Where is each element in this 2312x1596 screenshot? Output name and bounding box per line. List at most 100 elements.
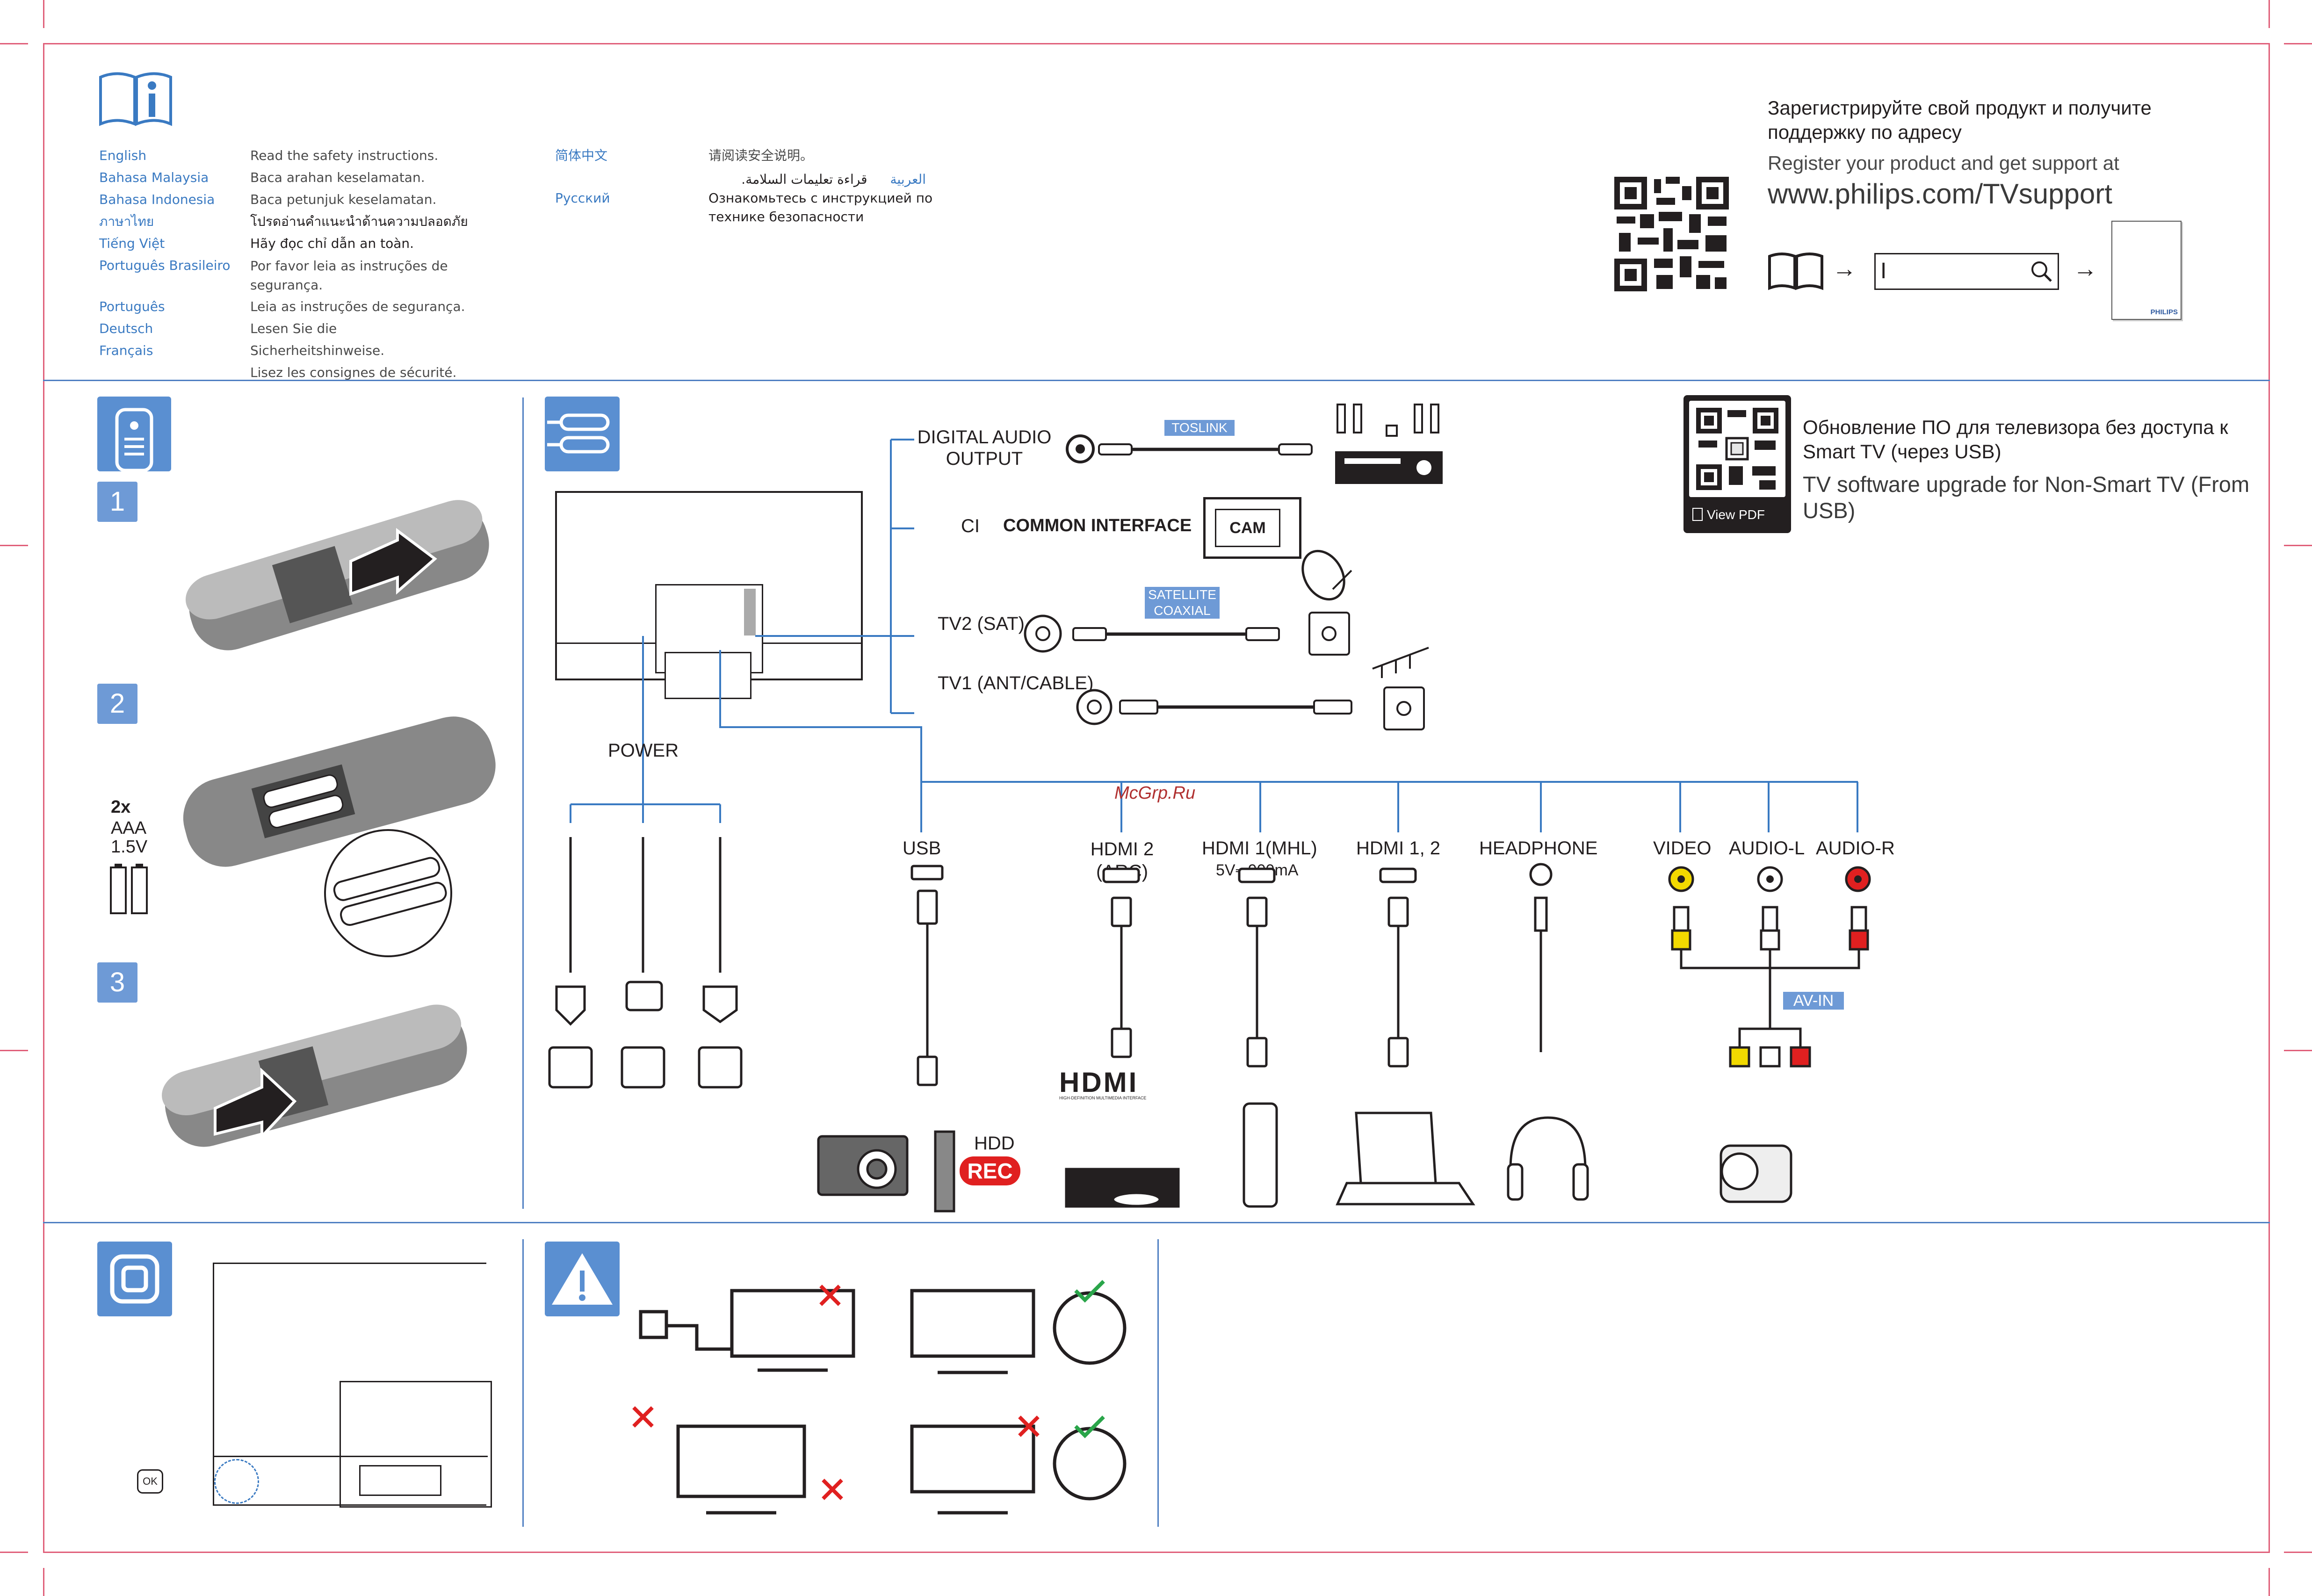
- register-ru-text: Зарегистрируйте свой продукт и получите …: [1768, 97, 2152, 143]
- cleaning-warnings-illustration: [632, 1280, 1127, 1515]
- lang-name: Português: [99, 299, 165, 314]
- antenna-cable: [1076, 689, 1352, 725]
- search-box[interactable]: I: [1874, 253, 2059, 290]
- step-badge: 1: [97, 482, 137, 522]
- crop-mark: [2284, 1050, 2312, 1051]
- search-icon: [2031, 261, 2052, 282]
- bottom-cables-illustration: [910, 863, 1871, 1086]
- headphone-label: HEADPHONE: [1479, 838, 1598, 859]
- devices-illustration: [817, 1102, 1792, 1213]
- lang-text: Leia as instruções de segurança.: [250, 299, 465, 314]
- lang-text: Baca arahan keselamatan.: [250, 170, 425, 185]
- crop-mark: [2269, 1568, 2270, 1596]
- ci-label: CI: [961, 516, 980, 536]
- page-frame: [43, 43, 2270, 1553]
- audio-r-label: AUDIO-R: [1816, 838, 1895, 859]
- cam-label: CAM: [1215, 509, 1280, 547]
- battery-voltage: 1.5V: [111, 837, 148, 857]
- lang-text: قراءة تعليمات السلامة.: [741, 172, 867, 187]
- language-names-col2b: Русский: [555, 187, 649, 209]
- remote-control-icon: [97, 397, 171, 472]
- satellite-dish-icon: [1301, 549, 1352, 656]
- software-en-text: TV software upgrade for Non-Smart TV (Fr…: [1803, 472, 2250, 523]
- crop-mark: [0, 43, 28, 44]
- toslink-cable: [1066, 434, 1313, 463]
- lang-text: 请阅读安全说明。: [708, 148, 814, 163]
- hdmi-logo: HDMI: [1059, 1067, 1139, 1098]
- tv-back-illustration: [555, 491, 863, 699]
- joystick-ok-button[interactable]: OK: [125, 1463, 172, 1500]
- register-en-text: Register your product and get support at: [1768, 152, 2119, 174]
- lang-name: Bahasa Malaysia: [99, 170, 209, 185]
- av-in-tag: AV-IN: [1783, 992, 1844, 1010]
- language-arabic: العربية قراءة تعليمات السلامة.: [687, 168, 926, 190]
- warning-icon: [545, 1242, 620, 1316]
- connection-wiring-bottom: [1120, 782, 1858, 832]
- power-plugs-illustration: [548, 837, 743, 1089]
- view-pdf-label[interactable]: View PDF: [1707, 507, 1765, 522]
- lang-name: Français: [99, 343, 153, 358]
- cam-card: CAM: [1203, 497, 1301, 559]
- qr-code-register: [1614, 177, 1729, 291]
- lang-name: 简体中文: [555, 148, 608, 163]
- column-divider: [522, 397, 524, 1209]
- lang-text: Hãy đọc chỉ dẫn an toàn.: [250, 236, 414, 251]
- hdmi1-label: HDMI 1(MHL): [1202, 838, 1317, 859]
- column-divider: [1157, 1239, 1159, 1527]
- crop-mark: [43, 1568, 44, 1596]
- rec-badge: REC: [960, 1156, 1020, 1185]
- crop-mark: [0, 545, 28, 546]
- remote-open-illustration: [185, 500, 489, 650]
- language-texts-col1: Read the safety instructions. Baca araha…: [250, 144, 470, 383]
- lang-text: Lisez les consignes de sécurité.: [250, 365, 457, 380]
- ok-label: OK: [137, 1469, 163, 1494]
- digital-audio-label: DIGITAL AUDIO OUTPUT: [917, 427, 1052, 469]
- software-ru-text: Обновление ПО для телевизора без доступа…: [1803, 416, 2228, 462]
- cable-connector-icon: [545, 397, 620, 471]
- av-cable-illustration: [1671, 906, 1869, 1068]
- language-names-col1: English Bahasa Malaysia Bahasa Indonesia…: [99, 144, 249, 361]
- tv-rear-illustration: [213, 1263, 492, 1508]
- home-theater-icon: [1335, 404, 1443, 484]
- step-badge: 3: [97, 962, 137, 1003]
- search-input-text: I: [1880, 259, 1887, 283]
- pdf-icon: [1692, 508, 1703, 521]
- arrow-right-icon: →: [1832, 255, 1857, 282]
- language-names-col2: 简体中文: [555, 144, 649, 166]
- arrow-right-icon: →: [2073, 255, 2097, 282]
- tv-button-icon: [97, 1242, 172, 1316]
- lang-name: Português Brasileiro: [99, 258, 231, 273]
- lang-text: Lesen Sie die Sicherheitshinweise.: [250, 321, 385, 358]
- step-badge: 2: [97, 684, 137, 724]
- manual-page-icon: PHILIPS: [2111, 221, 2182, 320]
- section-divider: [43, 1222, 2270, 1223]
- lang-text: Ознакомьтесь с инструкцией по технике бе…: [708, 190, 933, 224]
- lang-name: العربية: [890, 172, 926, 187]
- battery-icon: [110, 864, 148, 914]
- qr-code-software: View PDF: [1683, 395, 1791, 533]
- language-text-zh: 请阅读安全说明。: [708, 144, 849, 166]
- crop-mark: [2284, 545, 2312, 546]
- hdmi12-label: HDMI 1, 2: [1356, 838, 1441, 859]
- language-text-ru: Ознакомьтесь с инструкцией по технике бе…: [708, 189, 938, 226]
- crop-mark: [2284, 43, 2312, 44]
- connection-wiring: [570, 439, 1858, 832]
- hdmi-logo-sub: HIGH-DEFINITION MULTIMEDIA INTERFACE: [1059, 1096, 1147, 1100]
- audio-l-label: AUDIO-L: [1729, 838, 1805, 859]
- usb-label: USB: [903, 838, 941, 859]
- register-url[interactable]: www.philips.com/TVsupport: [1768, 178, 2112, 209]
- manual-book-icon: [1768, 252, 1824, 290]
- crop-mark: [2269, 0, 2270, 28]
- lang-name: English: [99, 148, 147, 163]
- battery-type: AAA: [111, 818, 147, 838]
- philips-logo: PHILIPS: [2150, 308, 2178, 316]
- remote-battery-illustration: [183, 716, 496, 957]
- tv2-label: TV2 (SAT): [938, 614, 1025, 634]
- button-highlight: [214, 1459, 259, 1504]
- lang-text: Read the safety instructions.: [250, 148, 439, 163]
- toslink-tag: TOSLINK: [1164, 420, 1235, 436]
- lang-text: Por favor leia as instruções de seguranç…: [250, 258, 448, 293]
- lang-name: Bahasa Indonesia: [99, 192, 215, 207]
- satellite-tag: SATELLITE COAXIAL: [1145, 587, 1220, 619]
- lang-name: Deutsch: [99, 321, 153, 336]
